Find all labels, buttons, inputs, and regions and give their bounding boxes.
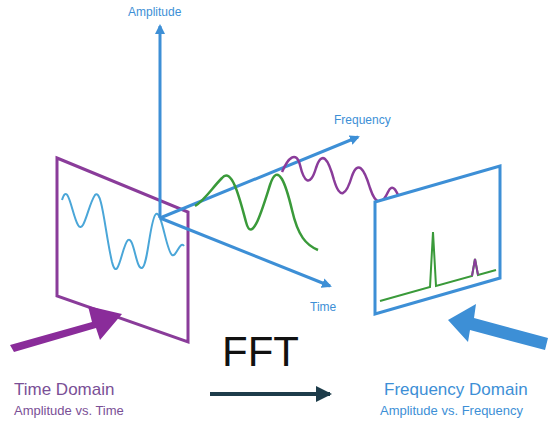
time-signal <box>62 194 184 269</box>
amplitude-axis <box>159 26 162 218</box>
time-axis <box>160 218 330 286</box>
spectrum-green <box>380 232 496 301</box>
axis-label: Frequency <box>334 114 391 128</box>
axis-label: Time <box>310 301 336 315</box>
domain-title: Time Domain <box>14 380 114 400</box>
domain-subtitle: Amplitude vs. Time <box>14 404 124 419</box>
frequency-axis <box>160 137 358 218</box>
axis-label: Amplitude <box>128 6 181 20</box>
domain-subtitle: Amplitude vs. Frequency <box>380 404 523 419</box>
green-wave <box>195 175 318 250</box>
time-input-arrow <box>10 306 122 352</box>
transform-label: FFT <box>222 328 299 376</box>
fft-arrow <box>210 392 330 396</box>
frequency-panel <box>375 166 500 314</box>
frequency-input-arrow <box>448 304 548 350</box>
time-panel <box>57 158 188 342</box>
domain-title: Frequency Domain <box>384 380 528 400</box>
spectrum-purple <box>472 259 478 276</box>
